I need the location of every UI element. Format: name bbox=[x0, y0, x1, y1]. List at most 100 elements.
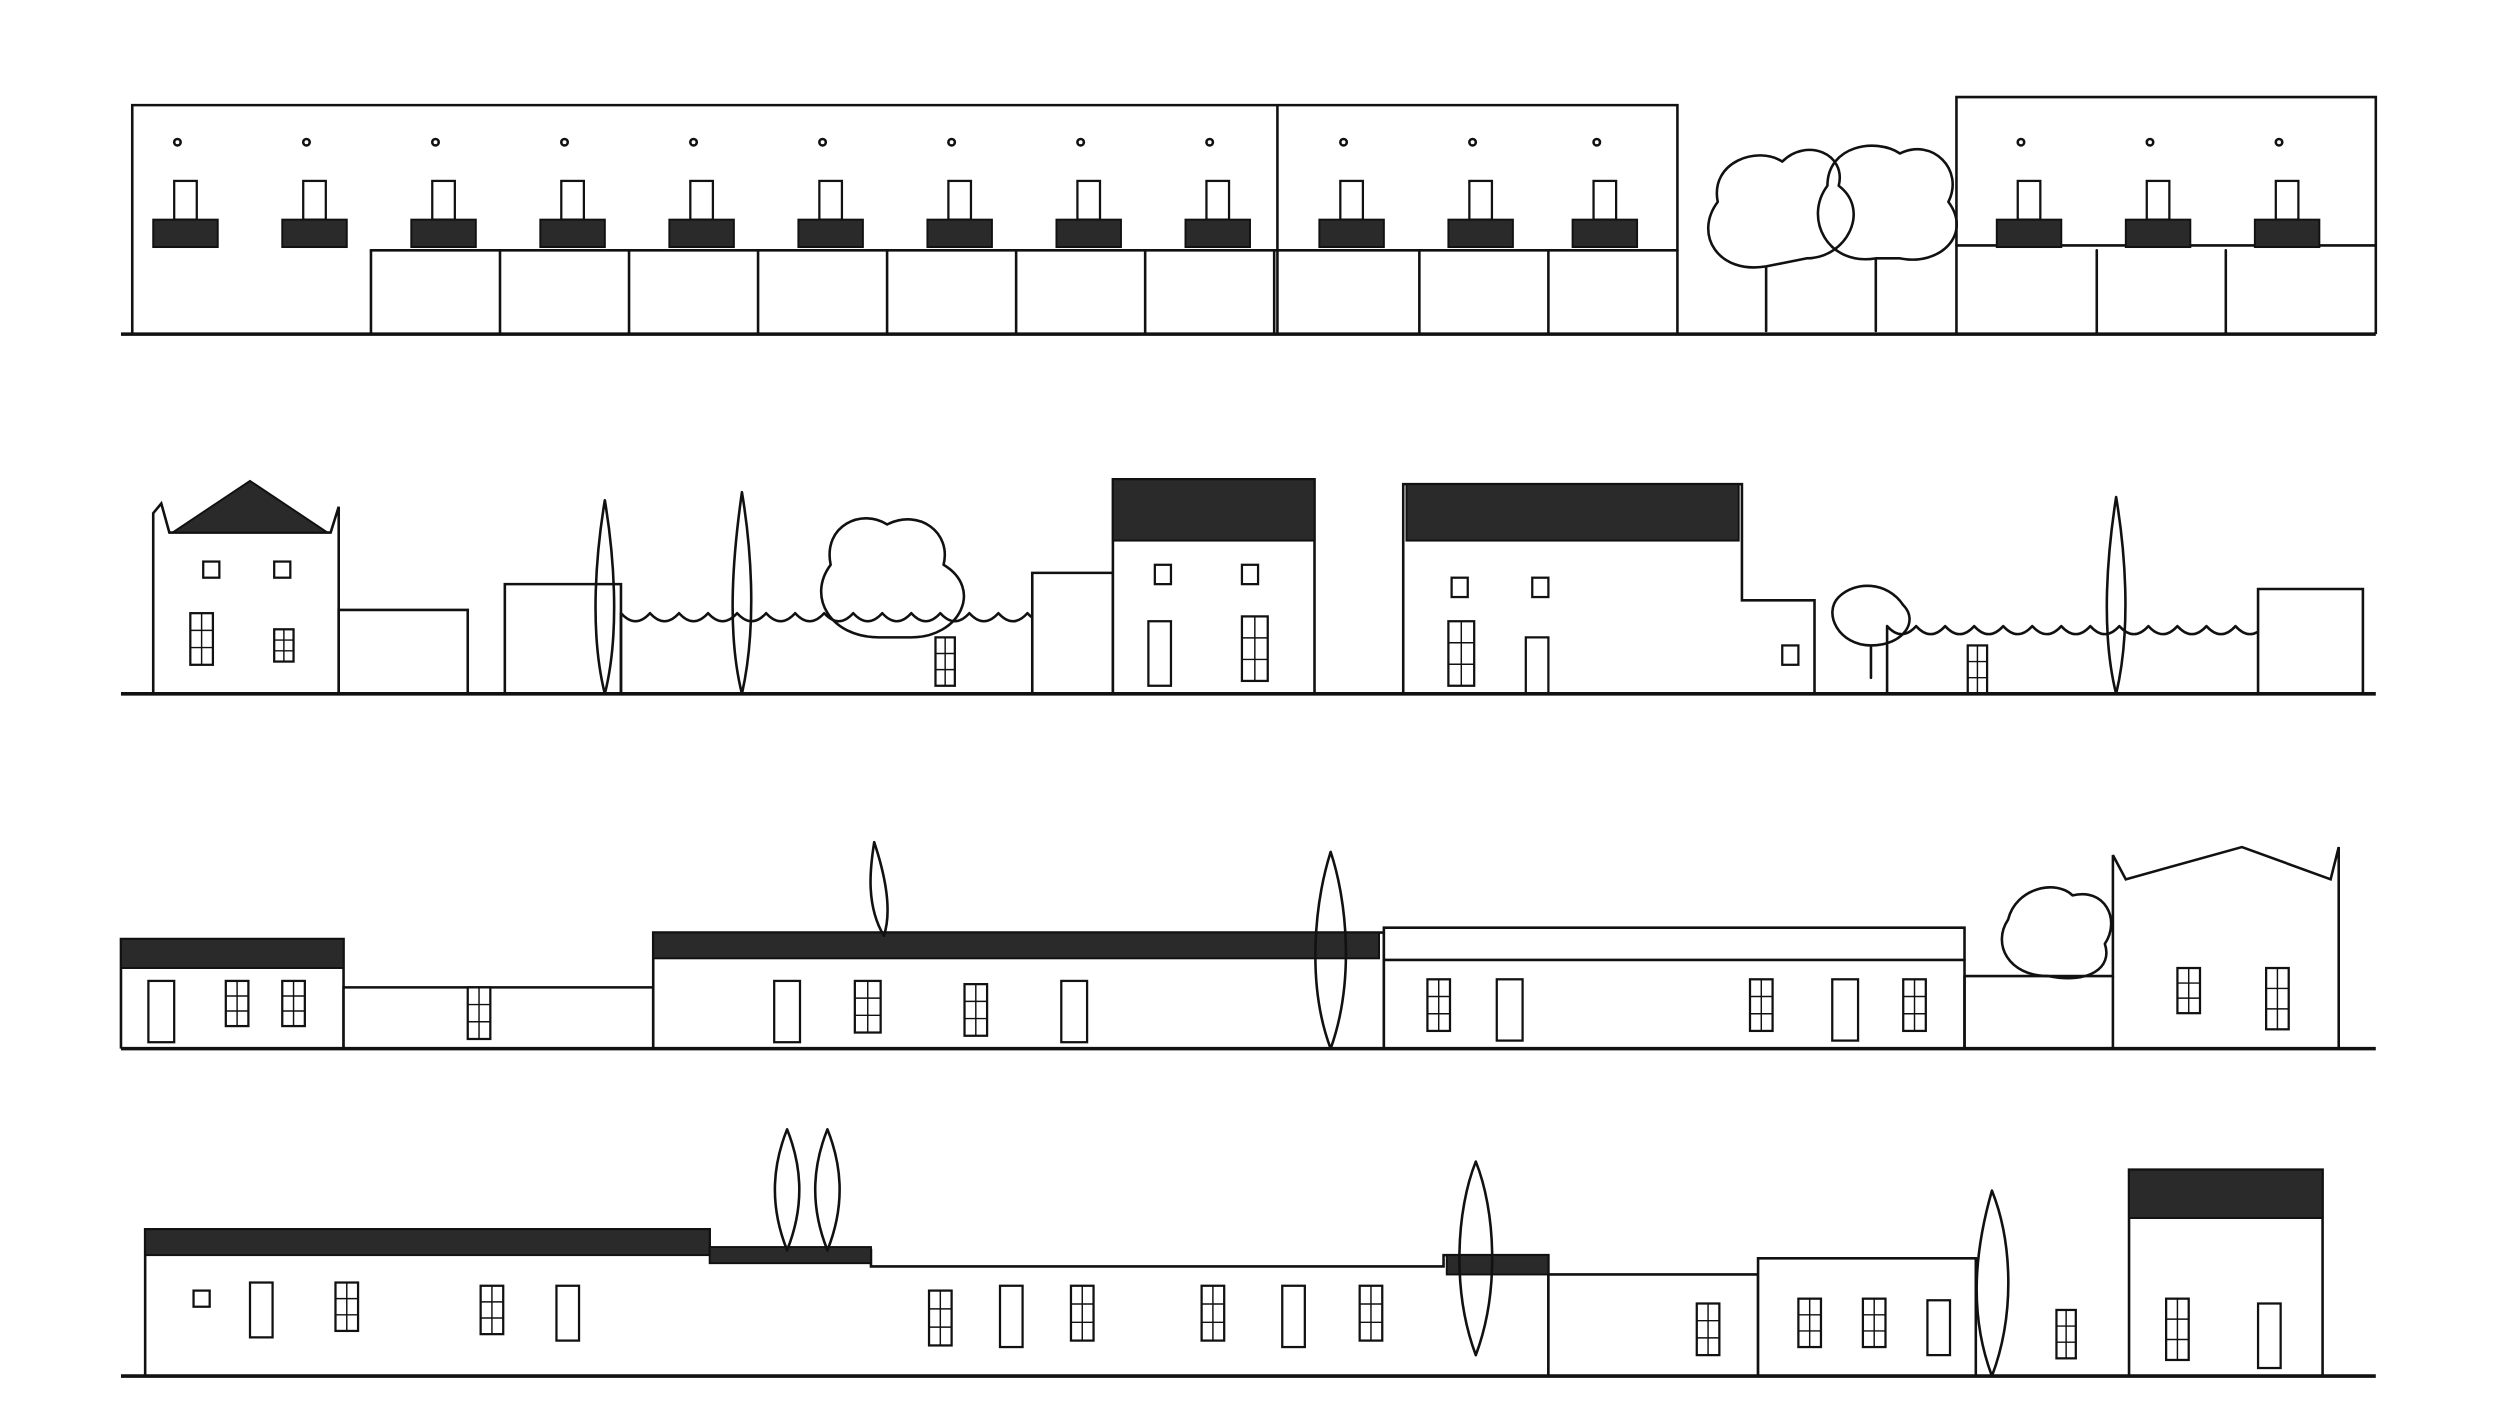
balcony-railing bbox=[1571, 218, 1639, 249]
row1-trees bbox=[1707, 144, 1958, 333]
door-window bbox=[302, 179, 327, 221]
balcony-railing bbox=[1447, 218, 1514, 249]
window bbox=[147, 979, 176, 1044]
cypress bbox=[594, 498, 616, 696]
vent-icon bbox=[301, 137, 311, 147]
cypress bbox=[813, 1128, 841, 1252]
door-window bbox=[173, 179, 198, 221]
row2-windows bbox=[189, 560, 1989, 695]
window bbox=[1240, 563, 1260, 586]
window bbox=[1147, 620, 1173, 687]
row3-hatched-roof bbox=[652, 931, 1380, 960]
door-window bbox=[2274, 179, 2300, 221]
row4-hatched-roof bbox=[708, 1246, 872, 1265]
vent-icon bbox=[2016, 137, 2026, 147]
window bbox=[1495, 978, 1524, 1042]
balcony-railing bbox=[1995, 218, 2063, 249]
door-window bbox=[1468, 179, 1494, 221]
row2-hatched-roof bbox=[1405, 483, 1740, 542]
window bbox=[773, 979, 802, 1044]
elevation-row-1 bbox=[120, 95, 2378, 336]
row1-wall-posts bbox=[369, 248, 2228, 336]
tree bbox=[1831, 584, 1911, 679]
row1-balconies bbox=[152, 137, 2321, 249]
row4-low-wall bbox=[1547, 1273, 1760, 1377]
door-window bbox=[2145, 179, 2171, 221]
window bbox=[1531, 576, 1550, 599]
row1-building-long bbox=[130, 103, 1679, 335]
elevation-row-2 bbox=[120, 478, 2376, 696]
balcony-railing bbox=[926, 218, 993, 249]
balcony-railing bbox=[1184, 218, 1251, 249]
vent-icon bbox=[689, 137, 699, 147]
row3-arcade-house bbox=[1382, 926, 1966, 1049]
vent-icon bbox=[560, 137, 570, 147]
balcony-railing bbox=[2124, 218, 2192, 249]
row2-wall bbox=[337, 608, 470, 694]
vent-icon bbox=[2274, 137, 2284, 147]
cypress bbox=[773, 1128, 801, 1252]
tree bbox=[2000, 886, 2113, 980]
cypress bbox=[2105, 495, 2127, 696]
balcony-railing bbox=[1055, 218, 1122, 249]
door-window bbox=[1205, 179, 1231, 221]
window bbox=[1060, 979, 1089, 1044]
window bbox=[273, 560, 292, 579]
balcony-railing bbox=[410, 218, 477, 249]
balcony-railing bbox=[668, 218, 735, 249]
door-window bbox=[947, 179, 973, 221]
row3-scalloped-wall bbox=[1963, 974, 2115, 1050]
vent-icon bbox=[1468, 137, 1478, 147]
elevation-row-4 bbox=[120, 1128, 2376, 1378]
door-window bbox=[1339, 179, 1365, 221]
door-window bbox=[1076, 179, 1102, 221]
tree bbox=[1707, 148, 1855, 333]
tree bbox=[819, 517, 966, 639]
row2-wall-mid bbox=[1030, 571, 1115, 694]
balcony-railing bbox=[281, 218, 348, 249]
window bbox=[1153, 563, 1173, 586]
cypress bbox=[1458, 1160, 1494, 1357]
door-window bbox=[1592, 179, 1618, 221]
balcony-railing bbox=[539, 218, 606, 249]
vent-icon bbox=[1205, 137, 1215, 147]
row4-hatched-roof bbox=[144, 1228, 711, 1257]
row3-chapel bbox=[2111, 845, 2340, 1049]
vent-icon bbox=[1339, 137, 1349, 147]
vent-icon bbox=[947, 137, 957, 147]
window bbox=[998, 1284, 1024, 1349]
door-window bbox=[2016, 179, 2042, 221]
balcony-railing bbox=[797, 218, 864, 249]
row3-wall bbox=[342, 986, 655, 1049]
balcony-railing bbox=[2253, 218, 2321, 249]
cypress bbox=[1314, 850, 1348, 1050]
row3-windows bbox=[147, 966, 2290, 1044]
row3-hatched-roof bbox=[120, 938, 345, 969]
vent-icon bbox=[172, 137, 182, 147]
window bbox=[1926, 1299, 1952, 1357]
vent-icon bbox=[1076, 137, 1086, 147]
door-window bbox=[818, 179, 844, 221]
row2-block bbox=[503, 582, 623, 694]
window bbox=[1524, 636, 1550, 695]
window bbox=[2256, 1302, 2282, 1370]
window bbox=[202, 560, 221, 579]
row2-scalloped-wall bbox=[1885, 624, 2266, 696]
window bbox=[1781, 644, 1800, 666]
door-window bbox=[689, 179, 715, 221]
row4-hatched-roof bbox=[1445, 1254, 1550, 1276]
window bbox=[248, 1281, 274, 1339]
row2-pitched-roof bbox=[169, 479, 331, 534]
row4-hatched-roof bbox=[2128, 1168, 2324, 1219]
row2-hatched-roof bbox=[1111, 478, 1316, 542]
window bbox=[1281, 1284, 1306, 1349]
row4-windows bbox=[192, 1281, 2282, 1370]
cypress bbox=[869, 840, 889, 938]
vent-icon bbox=[430, 137, 440, 147]
cypress bbox=[731, 490, 753, 696]
balcony-railing bbox=[1318, 218, 1385, 249]
vent-icon bbox=[2145, 137, 2155, 147]
door-window bbox=[431, 179, 456, 221]
window bbox=[1831, 978, 1860, 1042]
